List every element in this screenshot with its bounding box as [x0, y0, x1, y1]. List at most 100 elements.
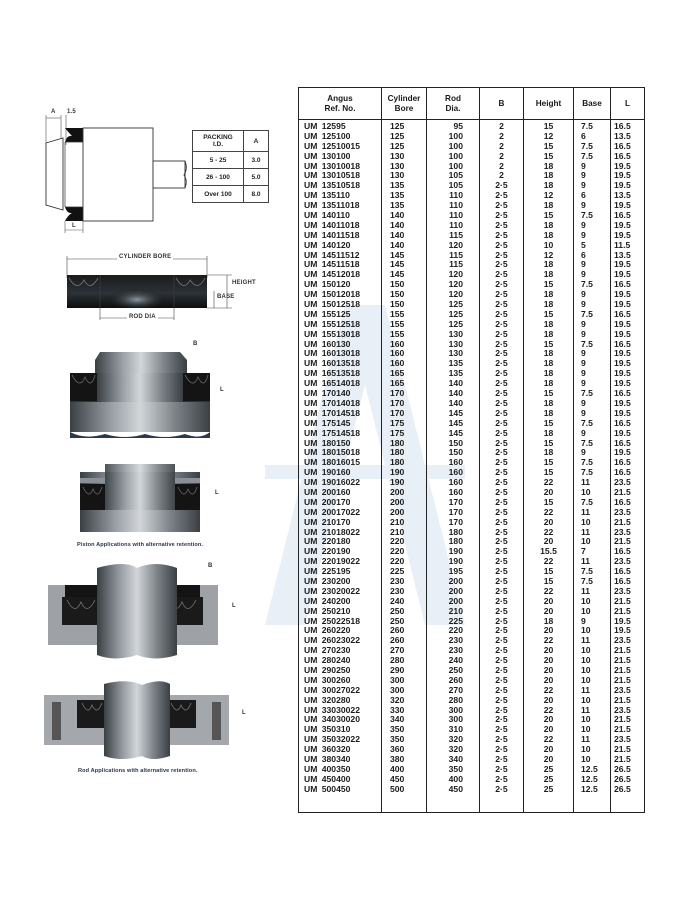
table-cell: 22: [543, 477, 554, 488]
table-cell: 100: [448, 150, 463, 161]
table-cell: 11: [581, 585, 591, 596]
table-cell: 2·5: [495, 219, 508, 230]
table-cell: 12: [543, 249, 554, 260]
table-cell: 23.5: [614, 635, 631, 646]
table-cell: 320: [448, 744, 463, 755]
table-cell: 7.5: [581, 388, 593, 399]
dim-label-l: L: [242, 710, 246, 716]
table-cell: UM 35032022: [304, 734, 360, 745]
table-cell: 250: [390, 615, 405, 626]
table-cell: 2·5: [495, 714, 508, 725]
table-cell: 200: [390, 506, 405, 517]
table-cell: 19.5: [614, 229, 631, 240]
table-cell: 16.5: [614, 467, 631, 478]
table-cell: 130: [448, 348, 463, 359]
table-cell: 130: [448, 338, 463, 349]
table-cell: 18: [543, 447, 554, 458]
table-cell: 18: [543, 170, 554, 181]
table-cell: 18: [543, 328, 554, 339]
table-cell: 2·5: [495, 674, 508, 685]
table-cell: UM 14011518: [304, 229, 360, 240]
table-cell: 120: [448, 239, 463, 250]
table-cell: 13.5: [614, 249, 631, 260]
table-cell: 210: [390, 526, 405, 537]
table-cell: 280: [390, 655, 405, 666]
seal-installation-drawing: A 1.5 L: [38, 105, 288, 240]
table-cell: 2·5: [495, 516, 508, 527]
table-cell: 9: [581, 200, 586, 211]
table-cell: 200: [390, 496, 405, 507]
table-cell: UM 12510015: [304, 140, 360, 151]
table-cell: 11: [581, 635, 591, 646]
table-cell: 260: [448, 674, 463, 685]
table-cell: 9: [581, 318, 586, 329]
table-cell: UM 225195: [304, 566, 351, 577]
table-cell: 18: [543, 615, 554, 626]
table-cell: 7.5: [581, 467, 593, 478]
table-cell: 2·5: [495, 397, 508, 408]
table-cell: 18: [543, 368, 554, 379]
table-cell: UM 290250: [304, 664, 351, 675]
table-cell: 220: [390, 556, 405, 567]
table-cell: 110: [449, 190, 463, 201]
table-cell: 2·5: [495, 318, 508, 329]
dim-label-l: L: [220, 387, 224, 393]
table-cell: 19.5: [614, 427, 631, 438]
table-cell: 9: [581, 358, 586, 369]
table-cell: 230: [448, 645, 463, 656]
packing-cell: 8.0: [243, 185, 269, 203]
table-cell: UM 14511518: [304, 259, 360, 270]
table-cell: 10: [581, 714, 591, 725]
table-cell: 2·5: [495, 427, 508, 438]
table-cell: 12: [543, 130, 554, 141]
table-cell: 18: [543, 358, 554, 369]
table-cell: 15.5: [540, 546, 557, 557]
table-cell: 2·5: [495, 190, 508, 201]
table-cell: 2·5: [495, 635, 508, 646]
table-cell: 13.5: [614, 190, 631, 201]
table-cell: 190: [390, 477, 405, 488]
table-cell: 15: [543, 467, 554, 478]
table-cell: 2·5: [495, 486, 508, 497]
table-cell: 20: [543, 694, 554, 705]
table-cell: 2·5: [495, 566, 508, 577]
table-cell: 300: [448, 714, 463, 725]
table-cell: 145: [448, 417, 463, 428]
table-cell: 10: [581, 744, 591, 755]
table-cell: UM 25022518: [304, 615, 360, 626]
table-cell: 135: [448, 358, 463, 369]
table-cell: 16.5: [614, 437, 631, 448]
packing-cell: 5 - 25: [192, 151, 244, 169]
table-cell: 7.5: [581, 338, 593, 349]
table-cell: 225: [448, 615, 463, 626]
header-b: B: [498, 98, 505, 108]
table-cell: 7.5: [581, 437, 593, 448]
table-cell: 15: [543, 496, 554, 507]
table-cell: UM 15012018: [304, 289, 360, 300]
table-cell: 20: [543, 605, 554, 616]
table-cell: 20: [543, 655, 554, 666]
table-cell: UM 270230: [304, 645, 351, 656]
table-cell: 16.5: [614, 279, 631, 290]
table-cell: 20: [543, 595, 554, 606]
table-cell: UM 260220: [304, 625, 351, 636]
dim-label-b: B: [208, 563, 213, 569]
table-cell: 15: [543, 457, 554, 468]
table-cell: 16.5: [614, 546, 631, 557]
table-cell: 20: [543, 486, 554, 497]
table-cell: 21.5: [614, 694, 631, 705]
table-cell: 21.5: [614, 664, 631, 675]
table-cell: 2·5: [495, 180, 508, 191]
table-cell: 18: [543, 318, 554, 329]
table-cell: 2·5: [495, 763, 508, 774]
table-cell: 2·5: [495, 299, 508, 310]
table-cell: 165: [390, 368, 405, 379]
table-cell: 2·5: [495, 744, 508, 755]
table-cell: 10: [581, 655, 591, 666]
table-cell: 9: [581, 180, 586, 191]
table-cell: 16.5: [614, 308, 631, 319]
table-cell: 125: [390, 121, 405, 131]
table-cell: 190: [448, 546, 463, 557]
